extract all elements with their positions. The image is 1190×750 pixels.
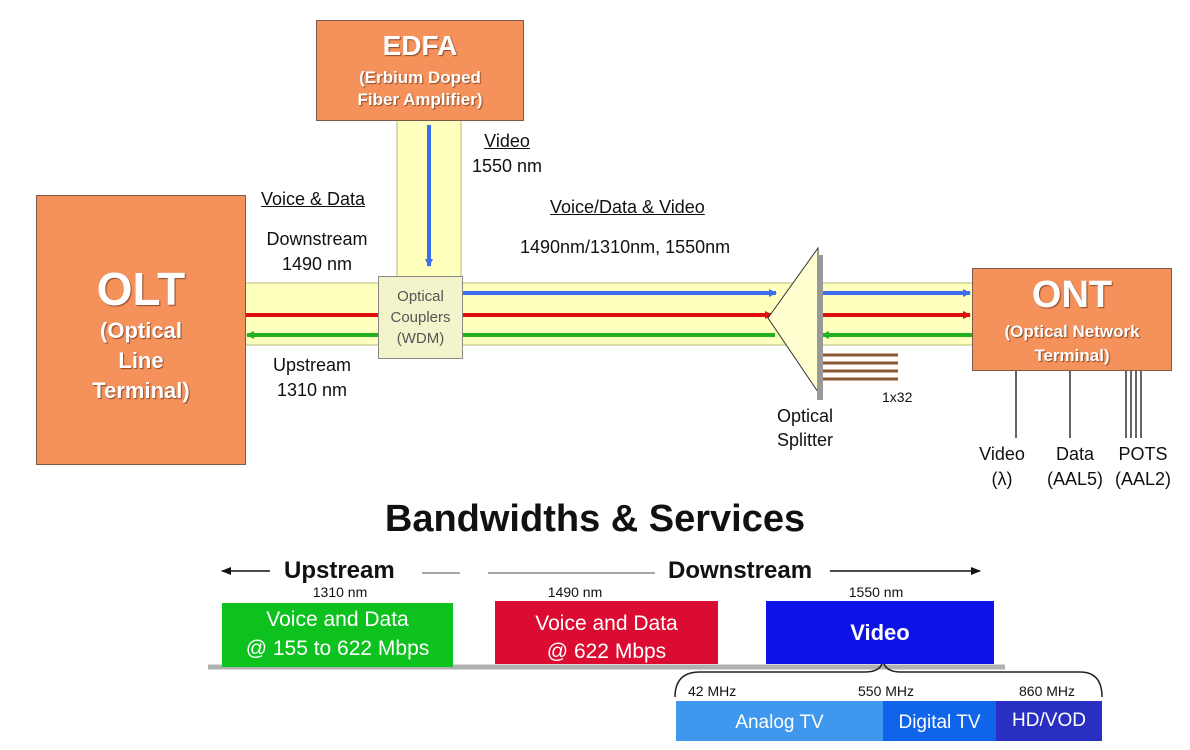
splitter-ratio: 1x32: [882, 389, 913, 405]
channel-downstream-data-line-2: @ 622 Mbps: [546, 640, 667, 663]
olt-box: [36, 195, 246, 465]
channel-downstream-data-wavelength: 1490 nm: [547, 584, 603, 600]
splitter-shape: [767, 246, 819, 394]
edfa-abbr: EDFA: [382, 30, 458, 61]
channel-video-wavelength: 1550 nm: [848, 584, 904, 600]
edfa-full-line-1: (Erbium Doped: [359, 68, 481, 87]
ont-output-video-name: Video: [979, 444, 1025, 464]
channel-upstream-block: [222, 603, 453, 667]
edfa-box: [316, 20, 524, 121]
downstream-wavelength: 1490 nm: [281, 254, 353, 274]
combined-heading: Voice/Data & Video: [550, 197, 705, 217]
ont-output-data-name: Data: [1055, 444, 1095, 464]
voice-data-heading: Voice & Data: [261, 189, 366, 209]
downstream-direction-label: Downstream: [668, 557, 813, 584]
ont-box: [972, 268, 1172, 371]
channel-upstream-line-2: @ 155 to 622 Mbps: [245, 637, 430, 660]
band-digital-tv-label: Digital TV: [898, 712, 981, 733]
channel-video-line-1: Video: [850, 620, 910, 645]
channel-upstream-line-1: Voice and Data: [266, 608, 409, 631]
optical-coupler-box: [378, 276, 463, 359]
coupler-line-3: (WDM): [396, 330, 445, 347]
band-hd-vod: [996, 701, 1102, 741]
spectrum-freq-860: 860 MHz: [1019, 683, 1076, 699]
downstream-label: Downstream: [266, 229, 368, 249]
olt-full-line-2: Line: [118, 348, 164, 373]
upstream-wavelength: 1310 nm: [276, 380, 348, 400]
splitter-line-1: Optical: [776, 406, 834, 426]
video-wavelength: 1550 nm: [471, 156, 543, 176]
band-digital-tv: [883, 701, 996, 741]
bandwidths-title: Bandwidths & Services: [384, 498, 806, 540]
coupler-line-1: Optical: [397, 288, 444, 305]
ont-full-line-2: Terminal): [1034, 346, 1110, 365]
olt-full-line-3: Terminal): [92, 378, 190, 403]
olt-full-line-1: (Optical: [100, 318, 182, 343]
coupler-line-2: Couplers: [390, 309, 451, 326]
spectrum-freq-550: 550 MHz: [858, 683, 915, 699]
channel-downstream-data-block: [495, 601, 718, 664]
ont-output-data-detail: (AAL5): [1046, 469, 1104, 489]
splitter-line-2: Splitter: [776, 430, 834, 450]
combined-wavelengths: 1490nm/1310nm, 1550nm: [520, 237, 731, 257]
band-analog-tv-label: Analog TV: [735, 712, 824, 733]
upstream-direction-label: Upstream: [284, 557, 395, 584]
ont-output-pots-name: POTS: [1118, 444, 1168, 464]
ont-full-line-1: (Optical Network: [1004, 322, 1140, 341]
channel-video-block: [766, 601, 994, 664]
ont-output-video-detail: (λ): [991, 469, 1013, 489]
olt-abbr: OLT: [96, 263, 186, 315]
channel-upstream-wavelength: 1310 nm: [312, 584, 368, 600]
ont-abbr: ONT: [1031, 274, 1113, 316]
edfa-full-line-2: Fiber Amplifier): [357, 90, 483, 109]
band-hd-vod-label: HD/VOD: [1012, 710, 1086, 731]
spectrum-freq-42: 42 MHz: [688, 683, 737, 699]
splitter-bar: [817, 255, 823, 400]
video-heading: Video: [484, 131, 530, 151]
upstream-label: Upstream: [272, 355, 352, 375]
ont-output-pots-detail: (AAL2): [1114, 469, 1172, 489]
band-analog-tv: [676, 701, 883, 741]
channel-downstream-data-line-1: Voice and Data: [535, 612, 678, 635]
